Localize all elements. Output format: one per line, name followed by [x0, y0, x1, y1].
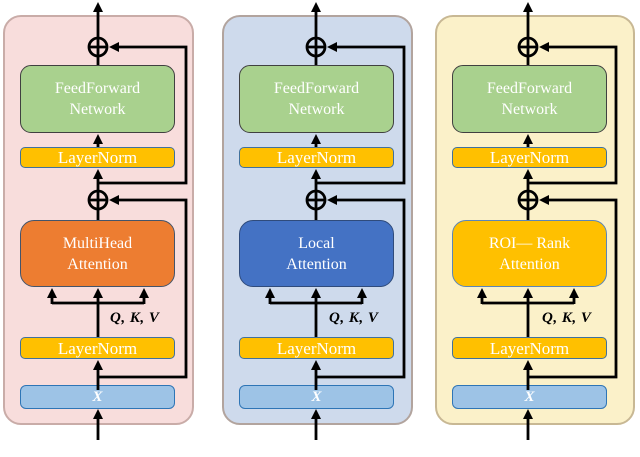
attention-label-line2: Attention [286, 255, 347, 273]
panel-multihead-attention: FeedForward Network LayerNorm MultiHead … [3, 15, 194, 425]
feedforward-network-box: FeedForward Network [452, 65, 607, 133]
feedforward-label-line1: FeedForward [273, 80, 360, 97]
layernorm-lower-box: LayerNorm [452, 337, 607, 359]
roi-rank-attention-box: ROI— Rank Attention [452, 220, 607, 287]
layernorm-upper-box: LayerNorm [20, 147, 175, 168]
qkv-label: Q, K, V [110, 310, 160, 326]
layernorm-upper-box: LayerNorm [452, 147, 607, 168]
panel-local-attention: FeedForward Network LayerNorm Local Atte… [222, 15, 413, 425]
attention-label-line1: Local [298, 234, 335, 252]
feedforward-label-line1: FeedForward [486, 80, 573, 97]
local-attention-box: Local Attention [239, 220, 394, 287]
feedforward-label-line1: FeedForward [54, 80, 141, 97]
layernorm-upper-box: LayerNorm [239, 147, 394, 168]
qkv-label: Q, K, V [329, 310, 379, 326]
panel-roi-rank-attention: FeedForward Network LayerNorm ROI— Rank … [435, 15, 635, 425]
attention-label-line2: Attention [499, 255, 560, 273]
layernorm-lower-box: LayerNorm [20, 337, 175, 359]
feedforward-network-box: FeedForward Network [239, 65, 394, 133]
layernorm-lower-box: LayerNorm [239, 337, 394, 359]
qkv-label: Q, K, V [542, 310, 592, 326]
attention-label-line2: Attention [67, 255, 128, 273]
input-x-box: X [239, 385, 394, 409]
attention-label-line1: MultiHead [62, 234, 133, 252]
input-x-box: X [20, 385, 175, 409]
feedforward-label-line2: Network [288, 101, 345, 118]
input-x-box: X [452, 385, 607, 409]
attention-label-line1: ROI— Rank [488, 234, 571, 252]
feedforward-label-line2: Network [69, 101, 126, 118]
multihead-attention-box: MultiHead Attention [20, 220, 175, 287]
feedforward-label-line2: Network [501, 101, 558, 118]
feedforward-network-box: FeedForward Network [20, 65, 175, 133]
